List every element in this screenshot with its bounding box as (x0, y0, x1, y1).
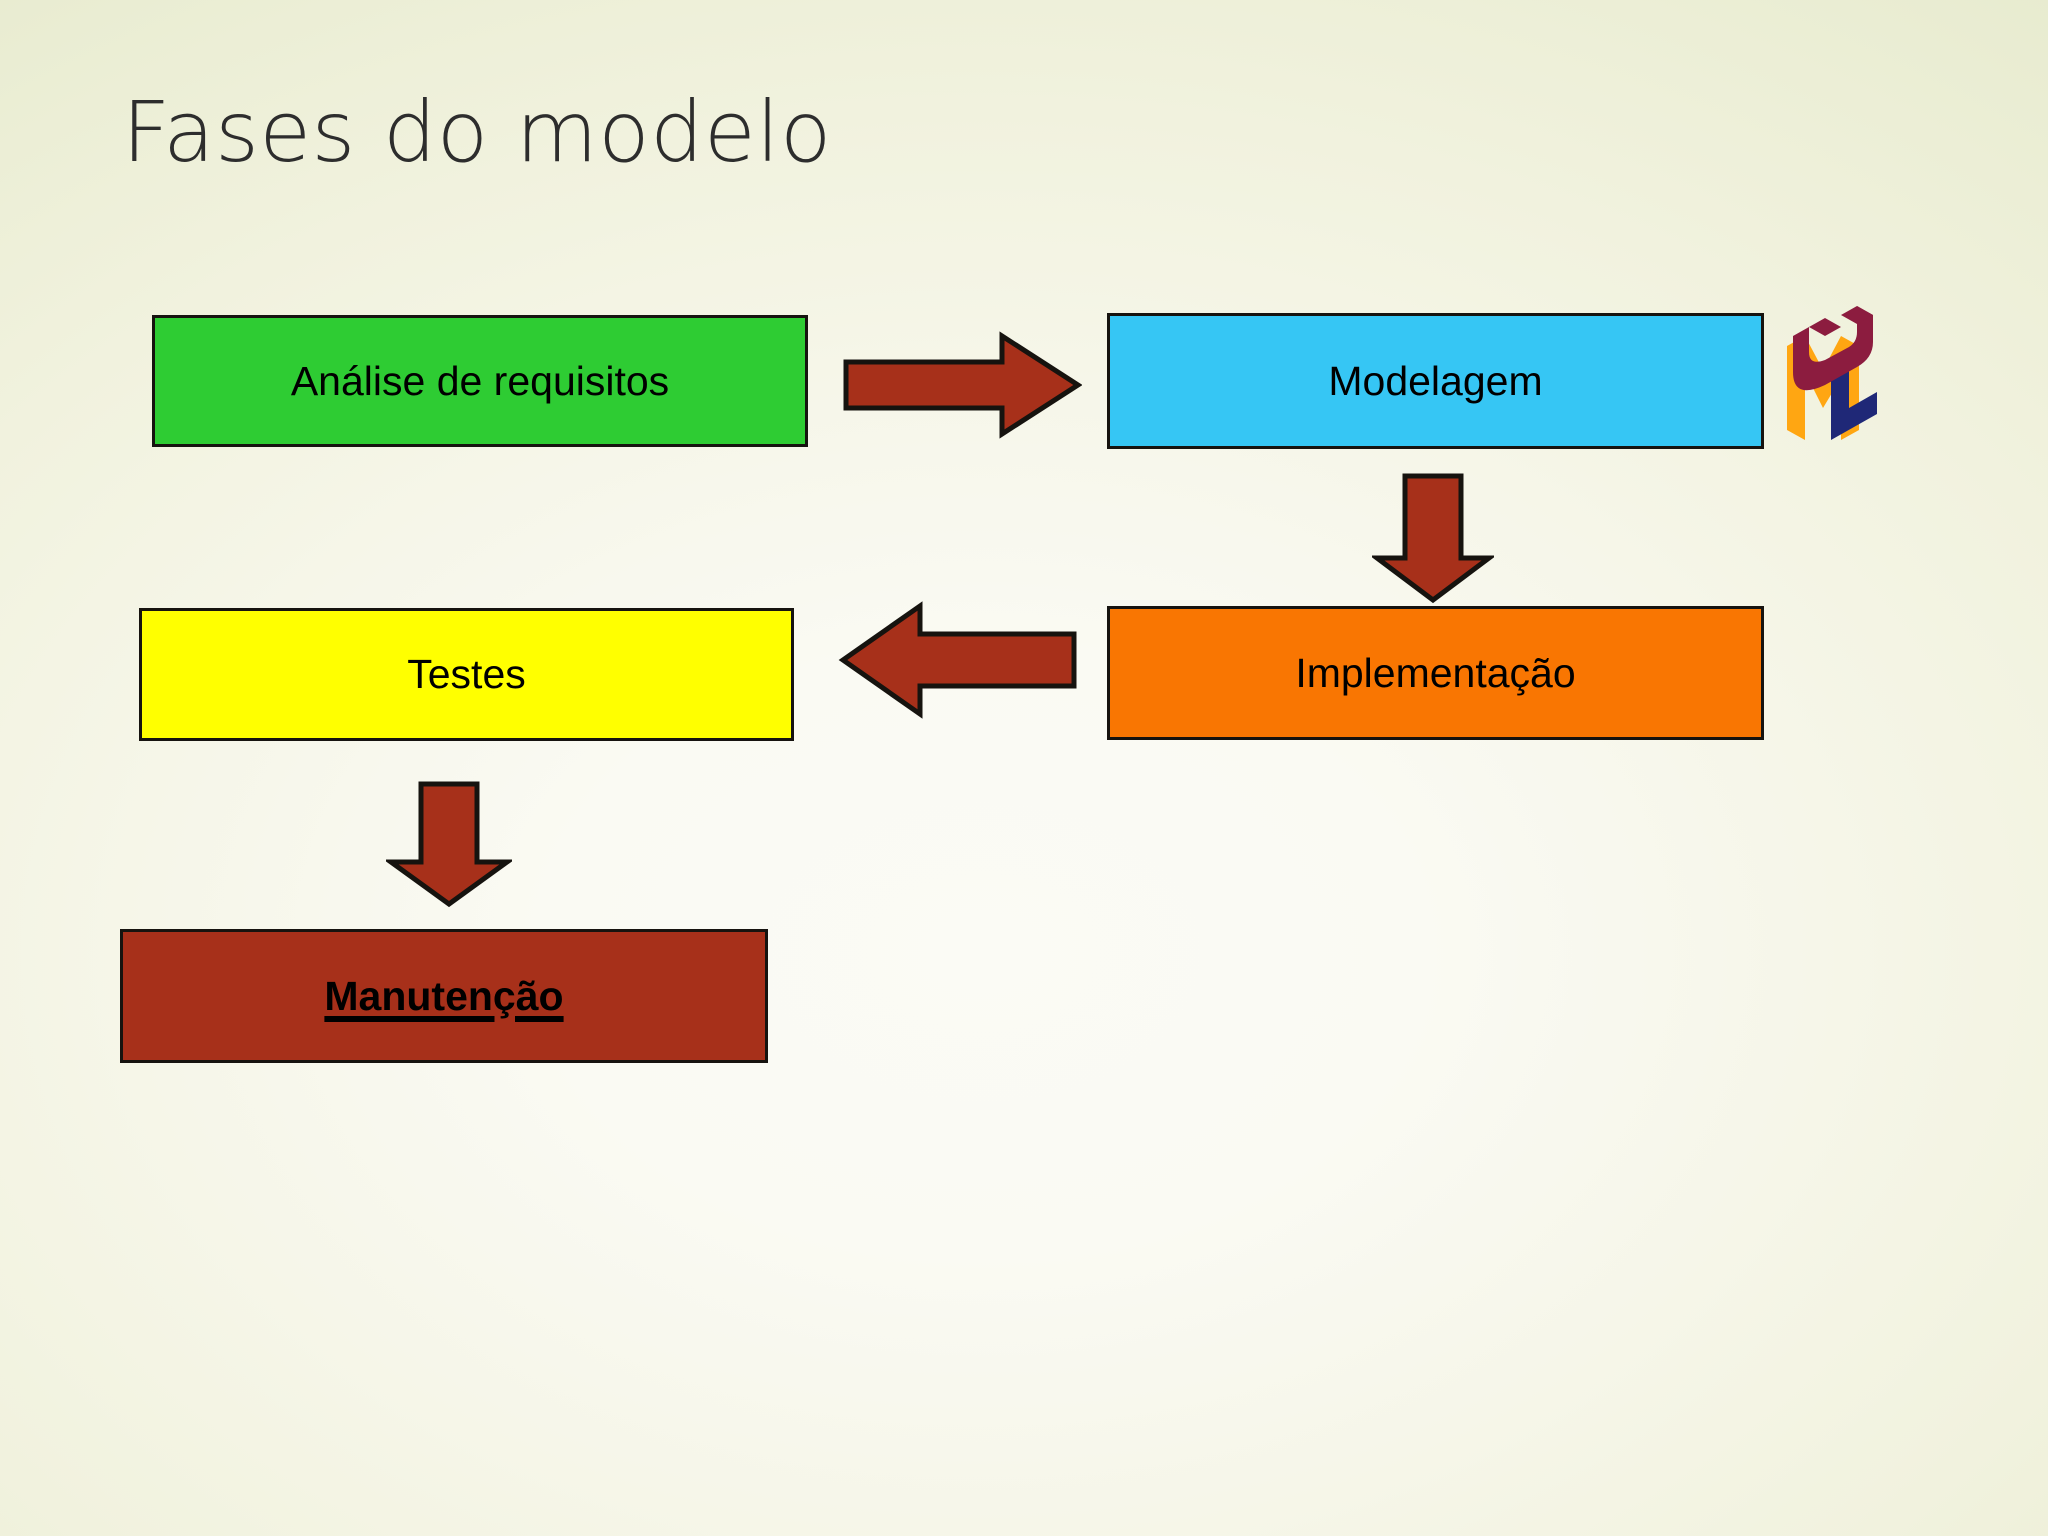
uml-logo-letter-u (1793, 306, 1873, 391)
phase-label: Manutenção (324, 972, 564, 1019)
arrow-down-testes-to-manutencao (386, 780, 512, 908)
page-title: Fases do modelo (122, 83, 832, 181)
phase-label: Modelagem (1328, 357, 1543, 404)
phase-label: Análise de requisitos (290, 357, 670, 404)
arrow-down-modelagem-to-implementacao (1372, 472, 1494, 604)
phase-box-implementacao[interactable]: Implementação (1107, 606, 1764, 740)
phase-label: Implementação (1295, 649, 1576, 696)
arrow-right-analise-to-modelagem (842, 330, 1082, 440)
uml-logo (1779, 300, 1889, 442)
phase-box-manutencao[interactable]: Manutenção (120, 929, 768, 1063)
phase-box-testes[interactable]: Testes (139, 608, 794, 741)
arrow-left-implementacao-to-testes (838, 598, 1078, 722)
phase-box-analise-de-requisitos[interactable]: Análise de requisitos (152, 315, 808, 447)
phase-label: Testes (407, 651, 526, 697)
phase-box-modelagem[interactable]: Modelagem (1107, 313, 1764, 449)
